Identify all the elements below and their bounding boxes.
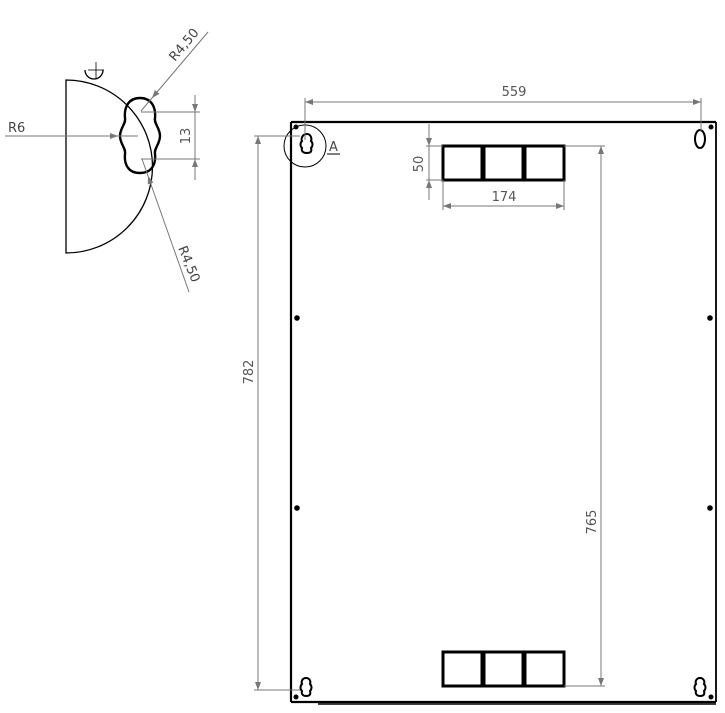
cutouts-top (441, 144, 566, 182)
dim-overall-height: 782 (242, 135, 300, 691)
keyhole-slot (118, 96, 162, 175)
detail-label-a: A (329, 140, 338, 155)
dim-overall-width: 559 (304, 85, 702, 140)
dim-cutout-width: 174 (442, 180, 565, 210)
detail-outline (65, 79, 154, 254)
keyhole-top-left (299, 132, 314, 155)
dim-slot-spacing: 13 (179, 128, 194, 145)
dim-cutout-offset: 50 (412, 124, 443, 200)
detail-view-a: 13 R6 R4,50 R4,50 (5, 26, 209, 293)
svg-text:765: 765 (585, 510, 600, 535)
svg-text:50: 50 (412, 156, 427, 173)
dim-hole-height: 765 (564, 145, 605, 687)
svg-text:559: 559 (502, 85, 527, 100)
svg-text:782: 782 (242, 360, 257, 385)
keyhole-top-right (694, 129, 706, 149)
svg-text:174: 174 (492, 190, 517, 205)
keyhole-bottom-right (693, 676, 707, 698)
cutouts-bottom (441, 650, 566, 688)
panel-front-view: A 559 50 (242, 85, 717, 705)
dim-radius-bottom: R4,50 (174, 244, 202, 285)
keyhole-bottom-left (299, 676, 313, 698)
dim-radius-center: R6 (8, 121, 25, 136)
